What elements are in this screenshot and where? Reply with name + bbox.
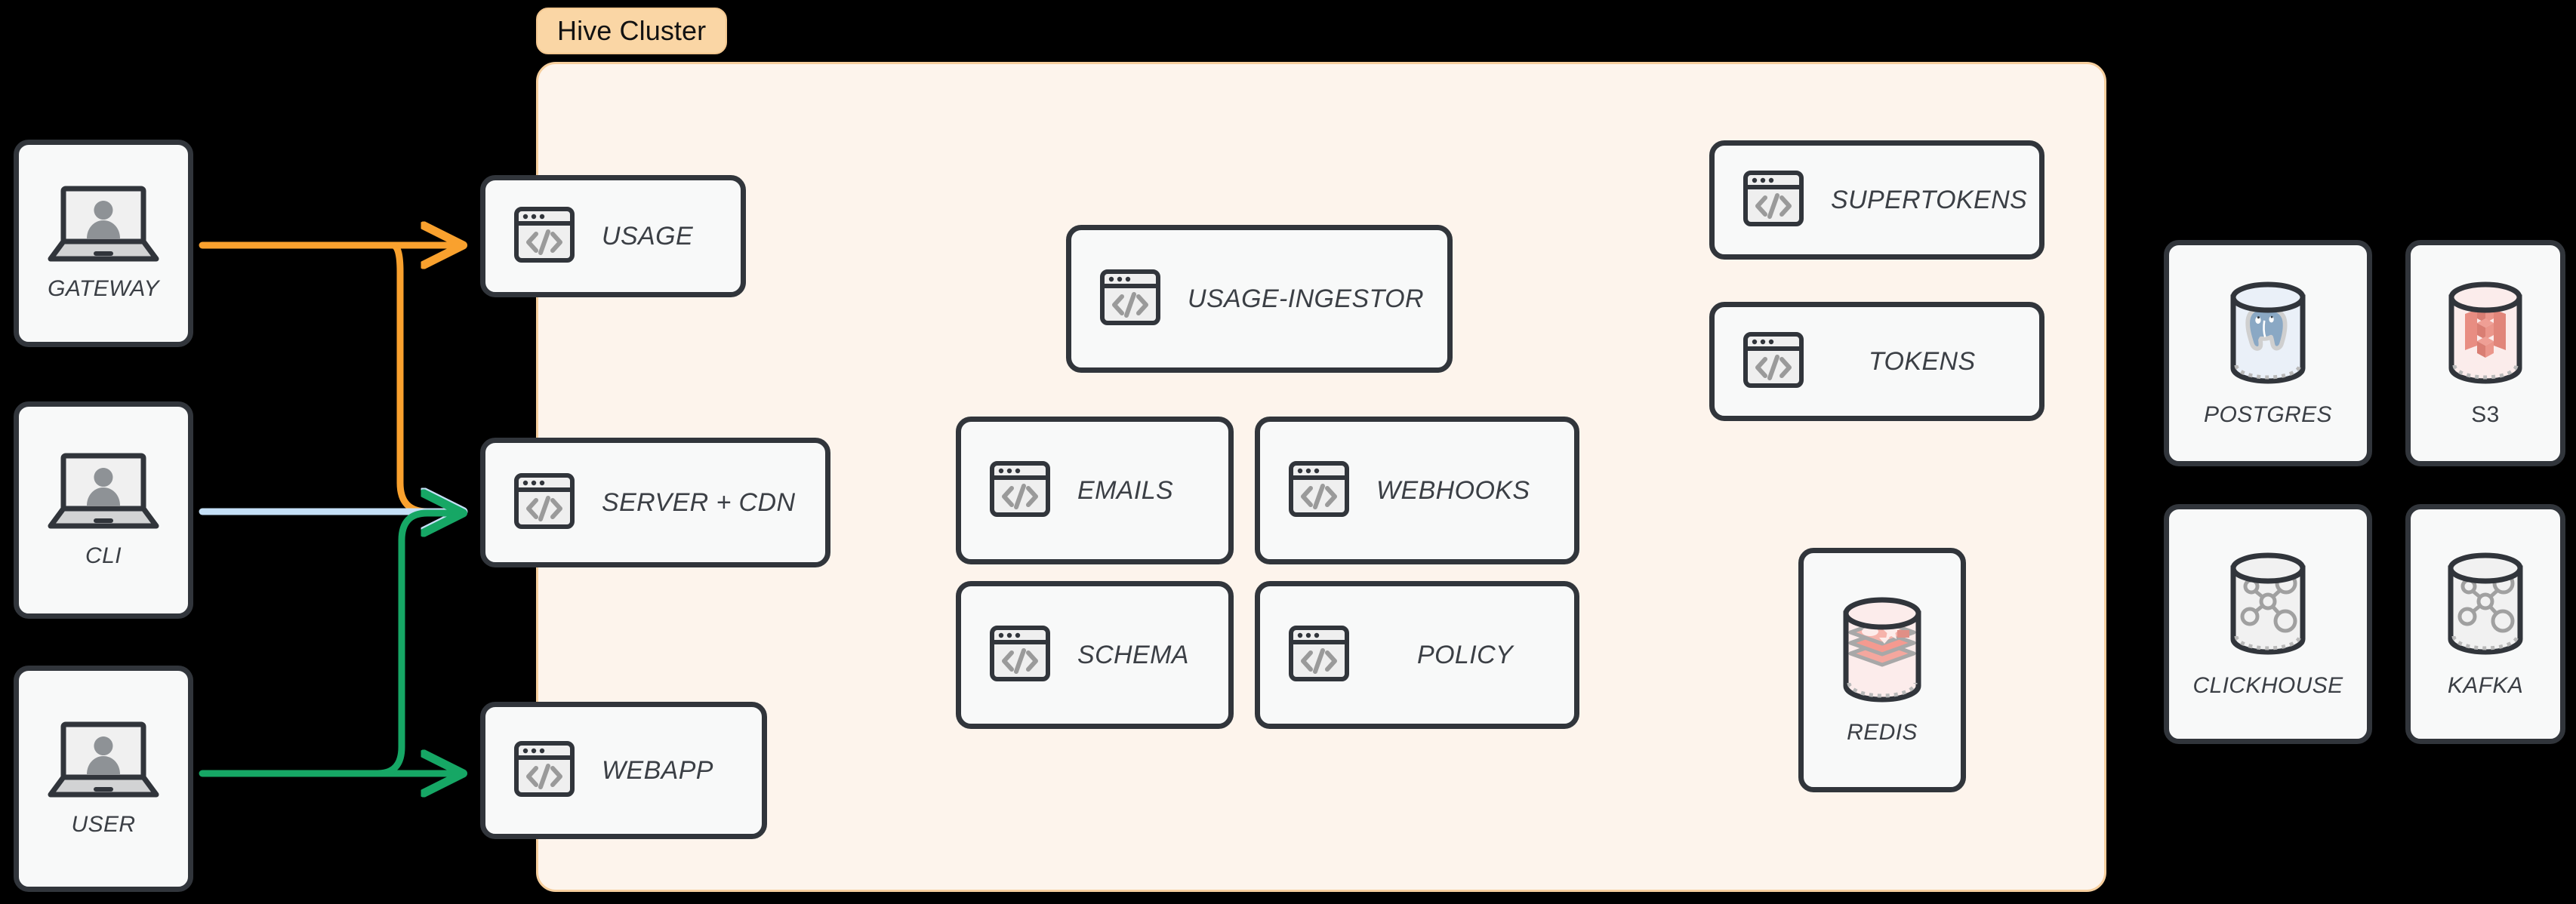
datastore-label: KAFKA	[2447, 672, 2524, 698]
code-window-icon	[513, 203, 576, 270]
laptop-icon	[47, 721, 160, 803]
service-node-policy[interactable]: POLICY	[1255, 581, 1579, 729]
service-node-webhooks[interactable]: WEBHOOKS	[1255, 417, 1579, 564]
code-window-icon	[1287, 622, 1351, 689]
client-label: CLI	[85, 543, 122, 568]
code-window-icon	[1287, 457, 1351, 524]
datastore-label: REDIS	[1847, 719, 1918, 745]
service-label: EMAILS	[1077, 475, 1174, 505]
datastore-node-redis[interactable]: REDIS	[1798, 548, 1966, 792]
hive-cluster-badge-label: Hive Cluster	[557, 15, 707, 46]
redis-db-icon	[1832, 595, 1932, 712]
service-node-usage-ingestor[interactable]: USAGE-INGESTOR	[1066, 225, 1453, 373]
datastore-label: POSTGRES	[2204, 401, 2332, 427]
service-node-schema[interactable]: SCHEMA	[956, 581, 1234, 729]
service-label: TOKENS	[1869, 346, 1976, 376]
service-node-supertokens[interactable]: SUPERTOKENS	[1709, 140, 2044, 260]
service-label: SUPERTOKENS	[1831, 185, 2028, 214]
code-window-icon	[513, 469, 576, 537]
generic-db-icon	[2436, 550, 2535, 666]
code-window-icon	[1742, 328, 1805, 395]
service-node-server-cdn[interactable]: SERVER + CDN	[480, 438, 830, 567]
generic-db-icon	[2218, 550, 2318, 666]
laptop-icon	[47, 185, 160, 267]
code-window-icon	[513, 737, 576, 804]
client-label: USER	[71, 811, 136, 837]
client-label: GATEWAY	[48, 276, 159, 301]
wire-user-to-server-cdn	[374, 513, 459, 777]
wire-gateway-to-server-cdn	[389, 241, 459, 512]
service-node-webapp[interactable]: WEBAPP	[480, 702, 767, 839]
client-node-cli[interactable]: CLI	[14, 401, 193, 619]
datastore-node-kafka[interactable]: KAFKA	[2405, 504, 2565, 744]
laptop-icon	[47, 452, 160, 534]
code-window-icon	[1098, 266, 1162, 333]
code-window-icon	[988, 457, 1052, 524]
code-window-icon	[988, 622, 1052, 689]
service-node-usage[interactable]: USAGE	[480, 175, 746, 297]
datastore-label: S3	[2471, 401, 2500, 427]
postgres-db-icon	[2218, 279, 2318, 395]
code-window-icon	[1742, 167, 1805, 234]
service-label: WEBAPP	[602, 755, 713, 785]
client-node-user[interactable]: USER	[14, 666, 193, 892]
service-node-tokens[interactable]: TOKENS	[1709, 302, 2044, 421]
datastore-node-clickhouse[interactable]: CLICKHOUSE	[2164, 504, 2372, 744]
service-label: USAGE-INGESTOR	[1188, 284, 1424, 313]
service-label: USAGE	[602, 221, 694, 251]
service-label: SERVER + CDN	[602, 487, 796, 517]
datastore-label: CLICKHOUSE	[2192, 672, 2343, 698]
datastore-node-s3[interactable]: S3	[2405, 240, 2565, 466]
datastore-node-postgres[interactable]: POSTGRES	[2164, 240, 2372, 466]
service-node-emails[interactable]: EMAILS	[956, 417, 1234, 564]
client-node-gateway[interactable]: GATEWAY	[14, 140, 193, 347]
service-label: POLICY	[1417, 640, 1514, 669]
s3-db-icon	[2438, 279, 2533, 395]
service-label: SCHEMA	[1077, 640, 1189, 669]
service-label: WEBHOOKS	[1376, 475, 1530, 505]
hive-cluster-badge: Hive Cluster	[536, 8, 728, 54]
